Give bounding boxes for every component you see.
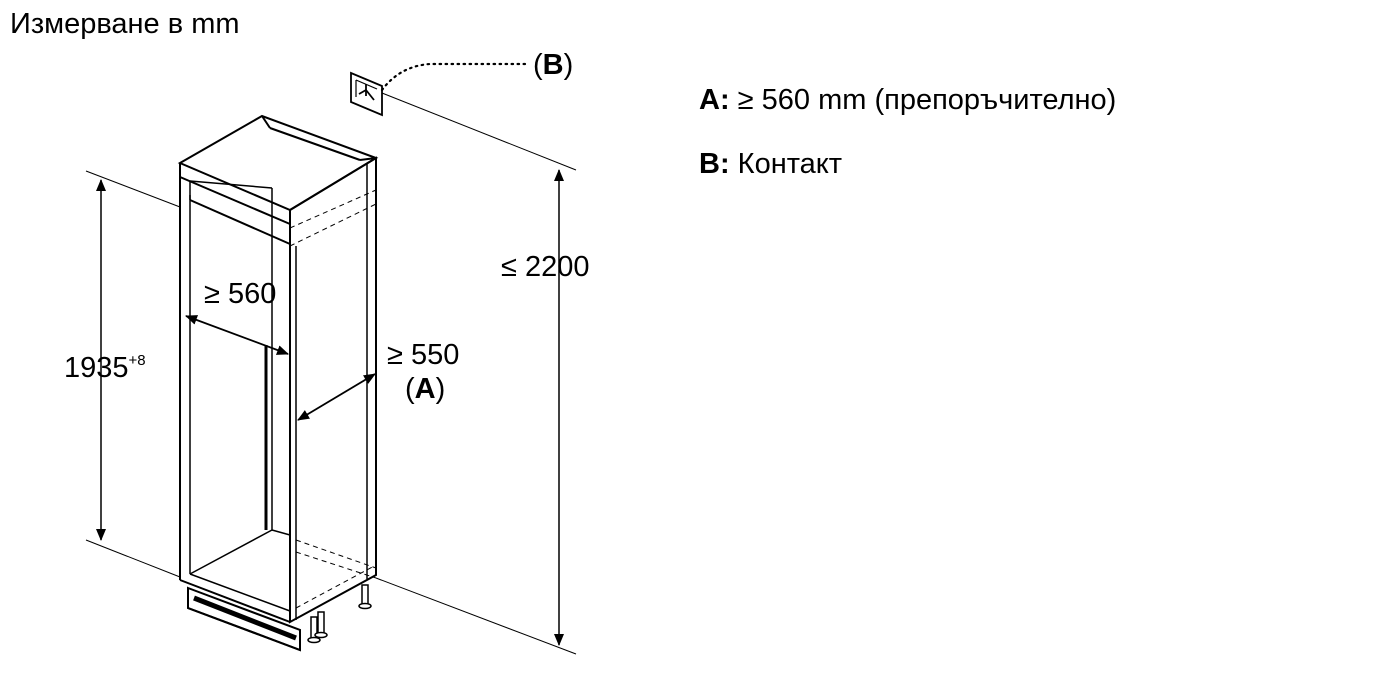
page-title: Измерване в mm xyxy=(10,8,240,40)
cabinet-plinth xyxy=(187,586,301,652)
width-dimension-line xyxy=(297,373,376,421)
width-ref-label: (A) xyxy=(405,373,445,405)
cabinet-body xyxy=(177,114,379,624)
depth-min-label: ≥ 560 xyxy=(204,278,276,310)
legend-item-b: B: Контакт xyxy=(699,146,842,182)
max-height-label: ≤ 2200 xyxy=(501,251,590,283)
legend-key: A: xyxy=(699,84,730,116)
foot-back-right xyxy=(361,584,369,606)
cabinet-right-side xyxy=(289,156,377,624)
legend-item-a: A: ≥ 560 mm (препоръчително) xyxy=(699,82,1116,118)
cabinet-feet xyxy=(307,584,372,644)
width-min-label: ≥ 550 xyxy=(387,339,459,371)
legend-text: ≥ 560 mm (препоръчително) xyxy=(737,84,1117,116)
extension-lines xyxy=(85,92,577,655)
niche-height-label: 1935+8 xyxy=(64,352,146,384)
socket-leader-line xyxy=(380,62,527,92)
hidden-edges xyxy=(289,189,377,609)
legend-text: Контакт xyxy=(737,148,843,180)
legend-key: B: xyxy=(699,148,730,180)
depth-dimension-line xyxy=(185,315,289,355)
power-socket-icon xyxy=(350,71,383,117)
foot-front-right xyxy=(317,611,325,635)
socket-ref-label: (B) xyxy=(533,49,573,81)
